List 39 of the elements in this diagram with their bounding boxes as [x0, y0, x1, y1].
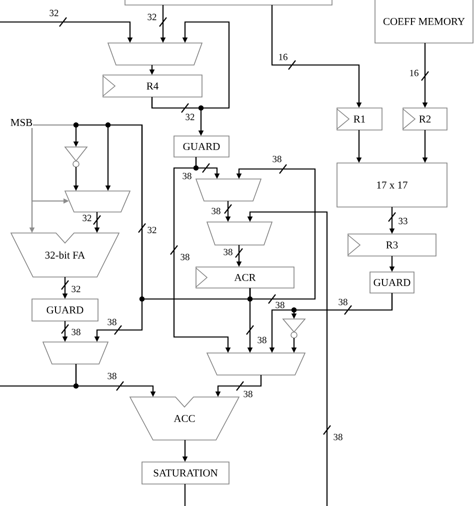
- bus-width-label: 38: [222, 248, 234, 256]
- block-box: 17 x 17: [336, 162, 448, 208]
- block-box: GUARD: [174, 136, 230, 158]
- bus-width-label: 38: [180, 253, 190, 261]
- signal-label: MSB: [10, 118, 32, 126]
- bus-width-label: 38: [106, 372, 118, 380]
- bus-width-label: 38: [338, 298, 348, 306]
- memory-box: COEFF MEMORY: [374, 0, 474, 44]
- bus-width-label: 38: [70, 328, 82, 336]
- bus-width-label: 38: [274, 301, 286, 309]
- block-box: GUARD: [32, 298, 98, 322]
- bus-width-label: 38: [272, 155, 282, 163]
- register-box: R2: [402, 108, 448, 130]
- inverter-symbol: [282, 318, 306, 343]
- bus-width-label: 38: [242, 390, 254, 398]
- line: [0, 364, 77, 387]
- block-box: SATURATION: [142, 462, 230, 484]
- bus-width-label: 32: [82, 214, 92, 222]
- inverter-symbol: [64, 146, 88, 172]
- bus-width-label: 38: [182, 172, 192, 180]
- bus-width-label: 33: [398, 217, 408, 225]
- bus-width-label: 32: [184, 113, 196, 121]
- cut-off-box: [124, 0, 332, 6]
- bus-width-label: 38: [210, 207, 222, 215]
- bus-width-label: 38: [106, 318, 118, 326]
- block-box: GUARD: [370, 272, 414, 294]
- register-box: R3: [348, 234, 436, 256]
- bus-width-label: 32: [146, 226, 158, 234]
- bus-width-label: 32: [48, 9, 60, 17]
- register-box: R1: [336, 108, 382, 130]
- bus-width-label: 38: [256, 336, 268, 344]
- bus-width-label: 38: [332, 433, 344, 441]
- line: [184, 484, 186, 506]
- register-box: ACR: [196, 266, 294, 288]
- bus-width-label: 32: [70, 285, 82, 293]
- bus-width-label: 16: [278, 53, 288, 61]
- register-box: R4: [102, 74, 202, 98]
- bus-width-label: 16: [408, 69, 420, 77]
- bus-width-label: 32: [146, 13, 158, 21]
